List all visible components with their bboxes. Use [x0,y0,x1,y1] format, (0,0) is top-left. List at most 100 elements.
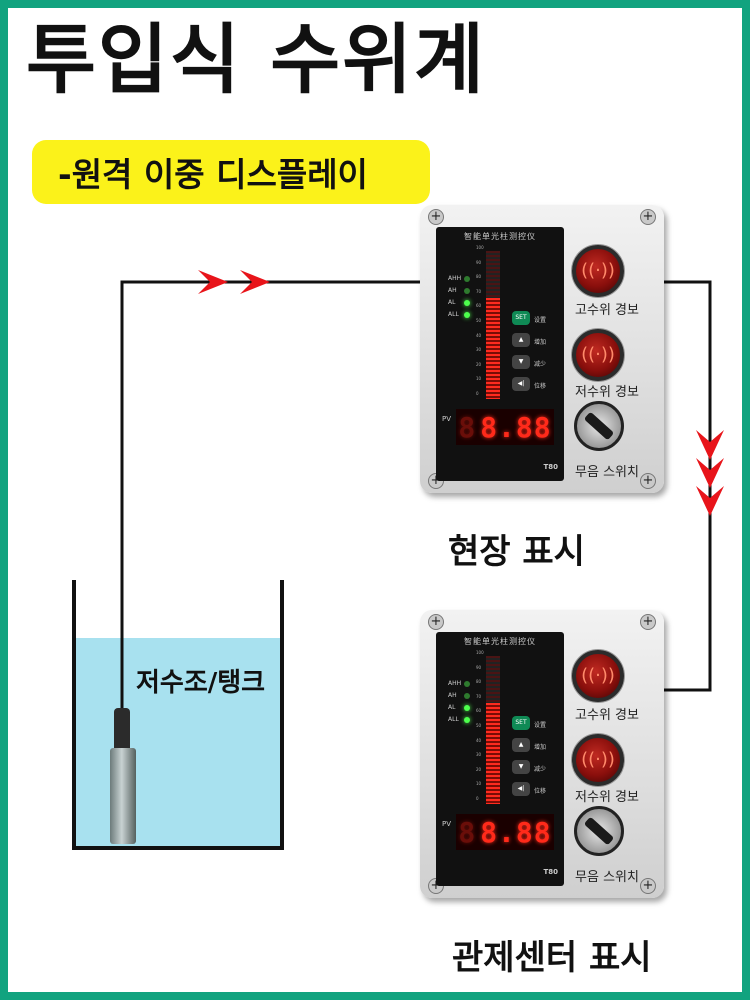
level-bar-fill [486,298,500,399]
level-bargraph [486,656,500,804]
level-bar-fill [486,703,500,804]
panel-title: 智能单光柱测控仪 [464,232,536,241]
panel-button-label: 设置 [534,722,547,729]
panel-button[interactable]: ▼ [512,760,530,774]
panel-button[interactable]: ▲ [512,333,530,347]
status-led [464,276,470,282]
panel-button[interactable]: ◀| [512,782,530,796]
high-alarm-light-icon: ((·)) [572,650,624,702]
tank-wall [72,580,284,850]
screw-icon: + [428,209,444,225]
screw-icon: + [640,878,656,894]
panel-button-label: 位移 [534,788,547,795]
panel-button-label: 设置 [534,317,547,324]
scale-label: 50 [476,318,482,323]
status-led [464,681,470,687]
tank-water [74,638,282,848]
screw-icon: + [640,473,656,489]
low-alarm-light-icon: ((·)) [572,734,624,786]
flow-arrow-down [696,430,724,516]
scale-label: 0 [476,391,479,396]
pv-digit-dim: 8 [458,815,477,849]
signal-cable-right [664,280,712,692]
indicator-label: ALL [448,311,459,318]
scale-label: 90 [476,259,482,265]
page-title: 투입식 수위계 [26,15,486,104]
screw-icon: + [640,209,656,225]
scale-label: 60 [476,708,482,714]
scale-label: 10 [476,781,482,787]
mute-switch-knob[interactable] [574,401,624,451]
low-alarm-label: 저수위 경보 [575,790,639,805]
unit-caption: 현장 표시 [448,532,585,572]
panel-button-label: 增加 [534,744,547,751]
probe-body [110,748,136,844]
scale-label: 80 [476,274,482,280]
scale-label: 40 [476,737,482,743]
mute-switch-knob[interactable] [574,806,624,856]
scale-label: 60 [476,303,482,309]
signal-cable-top [120,280,420,712]
unit-caption: 관제센터 표시 [452,938,652,978]
scale-label: 70 [476,288,482,294]
panel-button[interactable]: SET [512,716,530,730]
flow-arrow-right [198,270,270,294]
scale-label: 100 [476,650,484,655]
mute-switch-label: 무음 스위치 [575,465,639,480]
pv-digit-dim: 8 [458,410,477,444]
scale-label: 30 [476,752,482,758]
high-alarm-label: 고수위 경보 [575,708,639,723]
scale-label: 100 [476,245,484,250]
status-led [464,300,470,306]
panel-button[interactable]: ◀| [512,377,530,391]
scale-label: 20 [476,361,482,367]
panel-button-label: 增加 [534,339,547,346]
scale-label: 10 [476,376,482,382]
pv-label: PV [442,415,452,423]
indicator-label: AL [448,299,456,306]
status-led [464,693,470,699]
indicator-label: ALL [448,716,459,723]
panel-button-label: 减少 [534,361,547,368]
tank-label: 저수조/탱크 [136,668,266,698]
scale-label: 40 [476,332,482,338]
panel-button[interactable]: ▲ [512,738,530,752]
scale-label: 90 [476,664,482,670]
pv-value: 8.88 [480,815,552,849]
high-alarm-label: 고수위 경보 [575,303,639,318]
scale-label: 80 [476,679,482,685]
panel-title: 智能单光柱测控仪 [464,637,536,646]
indicator-label: AH [448,692,457,699]
model-label: T80 [543,868,558,876]
indicator-label: AHH [448,275,462,282]
low-alarm-label: 저수위 경보 [575,385,639,400]
scale-label: 30 [476,347,482,353]
pv-label: PV [442,820,452,828]
indicator-label: AL [448,704,456,711]
mute-switch-label: 무음 스위치 [575,870,639,885]
status-led [464,312,470,318]
high-alarm-light-icon: ((·)) [572,245,624,297]
screw-icon: + [428,614,444,630]
probe-head [114,708,130,752]
scale-label: 20 [476,766,482,772]
panel-button[interactable]: SET [512,311,530,325]
subtitle-badge: -원격 이중 디스플레이 [32,140,430,204]
panel-button[interactable]: ▼ [512,355,530,369]
status-led [464,717,470,723]
model-label: T80 [543,463,558,471]
scale-label: 70 [476,693,482,699]
panel-button-label: 减少 [534,766,547,773]
status-led [464,288,470,294]
indicator-label: AHH [448,680,462,687]
level-bargraph [486,251,500,399]
status-led [464,705,470,711]
scale-label: 0 [476,796,479,801]
pv-value: 8.88 [480,410,552,444]
